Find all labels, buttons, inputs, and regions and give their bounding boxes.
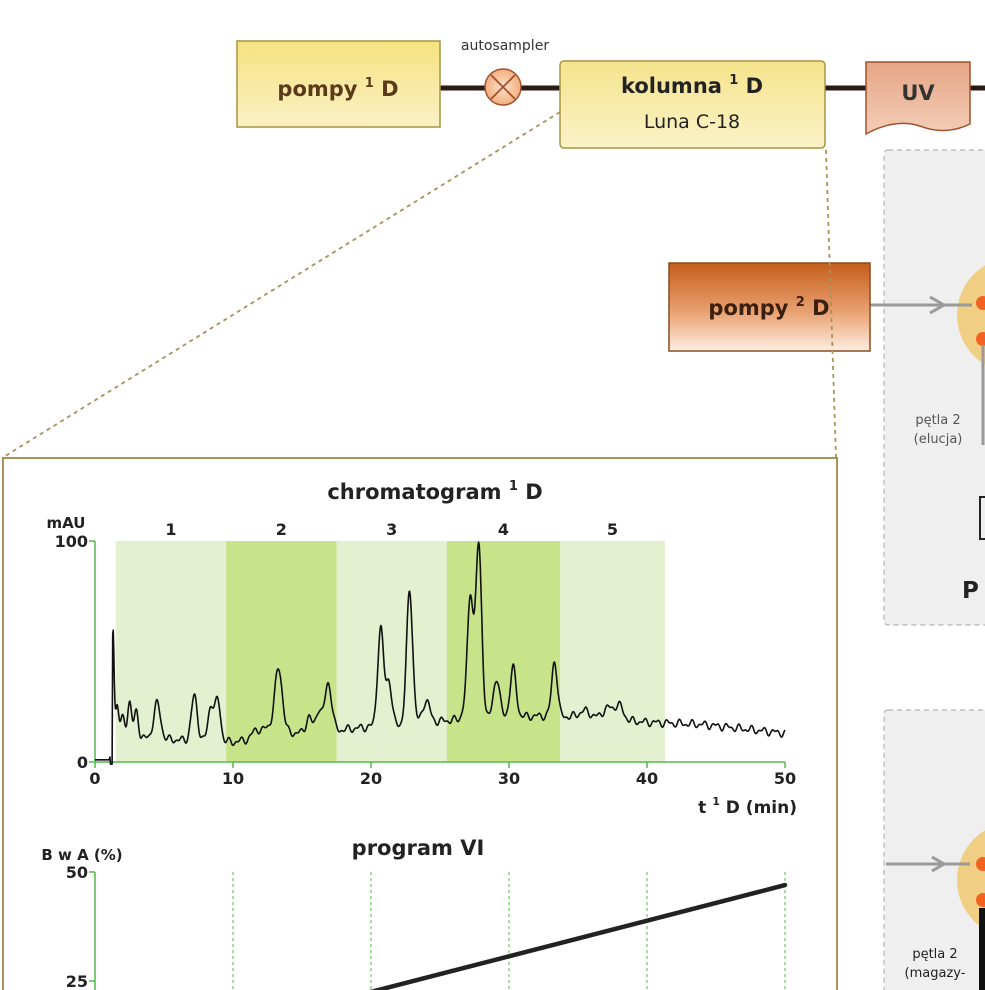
svg-text:pompy 2 D: pompy 2 D (708, 287, 829, 320)
autosampler-icon (484, 68, 522, 106)
uv-label: UV (901, 81, 935, 105)
column-1d-suffix: D (746, 74, 763, 98)
modulator-panel-bottom: pętla 2 (magazy- (883, 709, 985, 990)
pump-1d-suffix: D (381, 77, 398, 101)
zoom-connector-right (825, 149, 837, 459)
fraction-bands (115, 541, 665, 762)
chromatogram-xlabel-sup: 1 (712, 795, 720, 808)
panel-partial-caption: P (962, 578, 979, 604)
fraction-band-2 (226, 541, 337, 762)
chromatogram-chart: 1 2 3 4 5 chromatogram 1 D mAU 0 10 20 30 40 50 0 1… (47, 471, 797, 818)
program-y-tick-label-50: 50 (66, 863, 88, 882)
fraction-label-5: 5 (607, 520, 618, 539)
x-tick-label-30: 30 (498, 769, 520, 788)
pump-2d-sup: 2 (796, 295, 805, 310)
program-dashed-gridlines (232, 872, 786, 990)
fraction-label-1: 1 (165, 520, 176, 539)
program-title: program VI (352, 836, 485, 860)
program-y-tick-label-25: 25 (66, 972, 88, 990)
svg-text:pompy 1 D: pompy 1 D (277, 68, 398, 101)
chromatogram-title-text: chromatogram (327, 480, 501, 504)
uv-detector-box: UV (865, 61, 971, 136)
modulator-panel-top: pętla 2 (elucja) P (883, 149, 985, 626)
fraction-label-3: 3 (386, 520, 397, 539)
y-tick-label-0: 0 (77, 753, 88, 772)
program-axes: 25 50 (66, 863, 96, 990)
pump-1d-box: pompy 1 D (236, 40, 441, 128)
loop-2-storage-line2: (magazy- (905, 966, 966, 981)
arrow-to-modulator-top (929, 295, 948, 315)
pump-2d-label: pompy (708, 296, 788, 320)
chromatogram-title: chromatogram 1 D (327, 471, 542, 504)
svg-text:kolumna 1 D: kolumna 1 D (621, 65, 763, 98)
loop-2-storage-line1: pętla 2 (912, 947, 957, 962)
x-tick-label-0: 0 (89, 769, 100, 788)
column-1d-box: kolumna 1 D Luna C-18 (559, 60, 826, 149)
chromatogram-xlabel: t 1 D (min) (698, 790, 797, 818)
chromatogram-axes: 0 10 20 30 40 50 0 100 (55, 532, 797, 788)
x-tick-label-20: 20 (360, 769, 382, 788)
autosampler-label: autosampler (461, 38, 549, 54)
fraction-label-4: 4 (498, 520, 509, 539)
fraction-labels: 1 2 3 4 5 (165, 520, 618, 539)
arrow-to-modulator-bottom (886, 855, 970, 873)
loop-2-elution-line2: (elucja) (914, 432, 963, 447)
pump-2d-box: pompy 2 D (668, 262, 871, 352)
pump-1d-label: pompy (277, 77, 357, 101)
chromatogram-ylabel: mAU (47, 514, 86, 532)
gradient-program-chart: program VI B w A (%) 25 50 (41, 836, 788, 990)
fraction-band-4 (446, 541, 561, 762)
loop-2-elution-line1: pętla 2 (915, 413, 960, 428)
chromatogram-title-suffix: D (525, 480, 542, 504)
program-series (369, 882, 788, 990)
chromatogram-trace (94, 541, 786, 765)
x-tick-label-40: 40 (636, 769, 658, 788)
chromatogram-xlabel-suffix: D (min) (726, 798, 797, 818)
x-tick-label-10: 10 (222, 769, 244, 788)
program-ylabel: B w A (%) (41, 846, 122, 864)
chromatogram-title-sup: 1 (509, 479, 518, 494)
column-1d-sup: 1 (729, 73, 738, 88)
fraction-band-5 (560, 541, 665, 762)
zoom-connector-left (1, 111, 561, 459)
column-1d-title: kolumna (621, 74, 722, 98)
fraction-band-1 (115, 541, 227, 762)
column-1d-subtitle: Luna C-18 (644, 111, 740, 133)
y-tick-label-100: 100 (55, 532, 88, 551)
fraction-label-2: 2 (276, 520, 287, 539)
x-tick-label-50: 50 (774, 769, 796, 788)
pump-2d-suffix: D (812, 296, 829, 320)
program-gradient-line-0 (369, 882, 788, 990)
pump-1d-sup: 1 (365, 76, 374, 91)
chromatogram-xlabel-text: t (698, 798, 706, 818)
fraction-band-3 (336, 541, 447, 762)
